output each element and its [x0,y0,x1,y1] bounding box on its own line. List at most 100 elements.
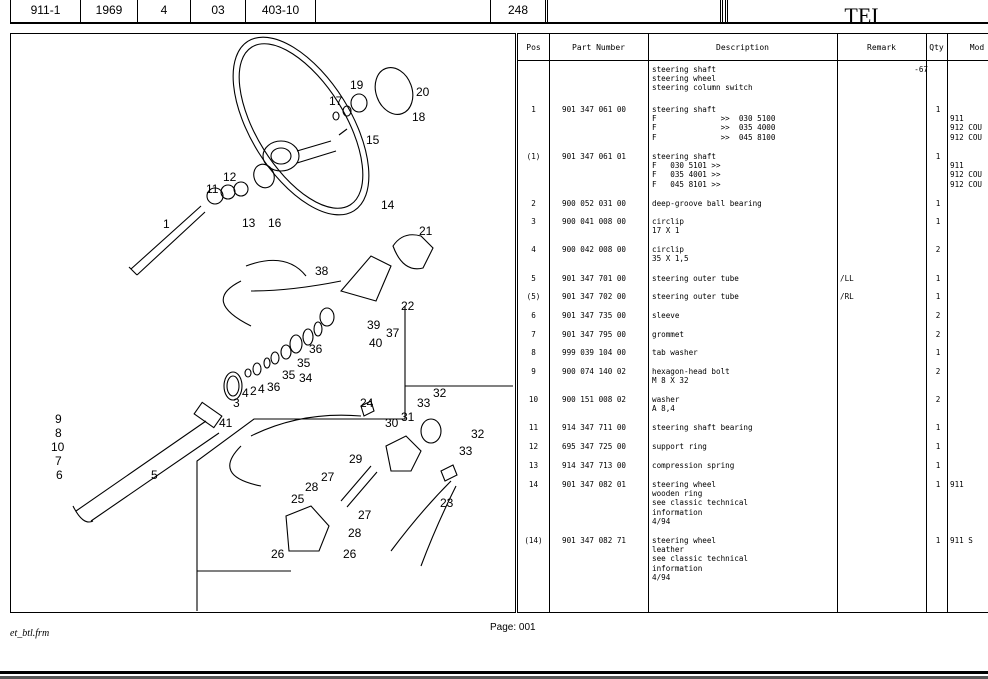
description-cell: tab washer [652,348,698,357]
header-cell: 1969 [80,0,137,22]
pos-cell: (1) [526,152,541,161]
outer-tube [72,420,220,523]
pos-cell: 8 [531,348,536,357]
callout-label: 37 [386,326,400,340]
pos-cell: 12 [528,442,539,451]
callout-label: 1 [163,217,170,231]
header-cell: 403-10 [245,0,315,22]
remark-cell: -67 [914,65,928,74]
description-cell: grommet [652,330,685,339]
col-header-remark[interactable]: Remark [867,42,896,52]
description-cell: sleeve [652,311,680,320]
part-number-cell: 900 052 031 00 [562,199,627,208]
part-number-cell: 901 347 735 00 [562,311,627,320]
pos-cell: (5) [526,292,541,301]
callout-label: 22 [401,299,415,313]
callout-label: 24 [360,396,374,410]
steering-shaft [128,205,206,276]
callout-label: 29 [349,452,363,466]
pos-cell: 5 [531,274,536,283]
callout-label: 20 [416,85,430,99]
description-cell: hexagon-head bolt M 8 X 32 [652,367,730,386]
part-number-cell: 914 347 713 00 [562,461,627,470]
part-number-cell: 900 151 008 02 [562,395,627,404]
part-number-cell: 901 347 701 00 [562,274,627,283]
qty-cell: 1 [935,105,941,114]
qty-cell: 1 [935,152,941,161]
callout-label: 5 [151,468,158,482]
qty-cell: 2 [935,330,941,339]
part-number-cell: 901 347 702 00 [562,292,627,301]
model-cell: 911 [950,480,964,489]
callout-label: 38 [315,264,329,278]
description-cell: steering outer tube [652,274,739,283]
qty-cell: 1 [935,480,941,489]
col-header-pos[interactable]: Pos [526,42,541,52]
callout-label: 33 [417,396,431,410]
horn-pad [374,67,414,115]
callout-label: 26 [271,547,285,561]
qty-cell: 1 [935,423,941,432]
callout-label: 16 [268,216,282,230]
callout-label: 36 [267,380,281,394]
form-name: et_btl.frm [10,628,50,639]
callout-label: 32 [433,386,447,400]
callout-label: 11 [206,182,219,196]
callout-label: 32 [471,427,485,441]
callout-label: 8 [55,426,62,440]
description-cell: steering outer tube [652,292,739,301]
table-header-rule [518,34,988,61]
steering-wheel-rim [232,36,370,216]
callout-label: 14 [381,198,395,212]
pos-cell: 7 [531,330,536,339]
col-header-model[interactable]: Mod [969,42,985,52]
qty-cell: 1 [935,461,941,470]
description-cell: circlip 35 X 1,5 [652,245,689,264]
col-header-qty[interactable]: Qty [929,42,944,52]
callout-label: 21 [419,224,433,238]
column-switch-housing [340,255,392,302]
qty-cell: 1 [935,348,941,357]
pos-cell: 1 [531,105,536,114]
col-header-description[interactable]: Description [716,42,769,52]
callout-label: 13 [242,216,256,230]
header-cell [315,0,490,22]
header-cell: 248 [490,0,545,22]
description-cell: steering wheel wooden ring see classic t… [652,480,749,526]
description-cell: steering shaft bearing [652,423,753,432]
qty-cell: 1 [935,536,941,545]
description-cell: compression spring [652,461,735,470]
parts-table: Pos Part Number Description Remark Qty M… [517,33,988,613]
qty-cell: 1 [935,442,941,451]
pos-cell: 2 [531,199,536,208]
header-cell: 911-1 [10,0,80,22]
header-cell: TEI [725,0,988,22]
col-header-part-number[interactable]: Part Number [572,42,625,52]
callout-label: 9 [55,412,62,426]
callout-label: 15 [366,133,380,147]
pos-cell: (14) [524,536,543,545]
part-number-cell: 901 347 082 71 [562,536,627,545]
callout-label: 23 [440,496,454,510]
header-cell [545,0,720,22]
callout-label: 3 [233,396,240,410]
part-number-cell: 900 041 008 00 [562,217,627,226]
pos-cell: 3 [531,217,536,226]
callout-label: 35 [297,356,311,370]
model-cell: 911 912 COU 912 COU [950,161,983,189]
bottom-rule-shadow [0,676,988,679]
part-number-cell: 901 347 795 00 [562,330,627,339]
callout-label: 10 [51,440,65,454]
qty-cell: 1 [935,292,941,301]
callout-label: 39 [367,318,381,332]
part-number-cell: 900 074 140 02 [562,367,627,376]
description-cell: steering shaft steering wheel steering c… [652,65,753,93]
callout-label: 27 [358,508,372,522]
callout-label: 4 [258,382,265,396]
callout-label: 35 [282,368,296,382]
callout-label: 17 [329,94,343,108]
remark-cell: /LL [840,274,854,283]
qty-cell: 2 [935,245,941,254]
qty-cell: 2 [935,311,941,320]
